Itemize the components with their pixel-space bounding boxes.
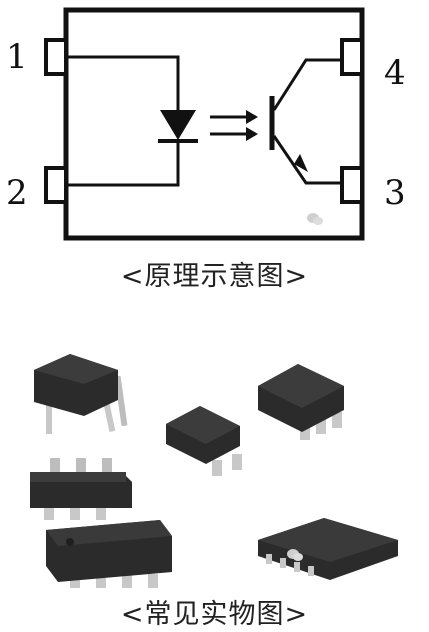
pin2-wire	[66, 140, 180, 187]
pin1-wire	[66, 55, 180, 110]
component-photo	[0, 340, 429, 588]
collector-wire	[272, 58, 342, 111]
chip-smd4-center	[166, 406, 242, 476]
pin-number-1: 1	[6, 37, 28, 77]
emitter-arrow	[294, 154, 308, 172]
pin-number-2: 2	[6, 173, 28, 213]
chip-smd16-bottomright	[258, 518, 398, 580]
chip-smd6-topright	[258, 364, 344, 440]
watermark-top	[306, 212, 328, 226]
package-outline	[63, 7, 365, 241]
wechat-icon	[307, 213, 323, 225]
chip-dip8-bottomleft	[46, 520, 172, 588]
schematic-caption: <原理示意图>	[120, 261, 309, 292]
light-arrows	[210, 110, 258, 141]
wechat-icon	[287, 549, 303, 561]
chip-dip6-left	[30, 458, 132, 520]
led-diode-triangle	[160, 110, 196, 140]
optocoupler-schematic: 1 2 4 3	[0, 0, 429, 248]
photo-drawing	[30, 354, 398, 588]
pin4-tab	[340, 38, 364, 76]
emitter-wire	[272, 135, 342, 185]
chip-dip4-topleft	[34, 354, 128, 434]
pin-number-4: 4	[384, 53, 406, 93]
pin3-tab	[340, 166, 364, 204]
pin-number-3: 3	[384, 173, 406, 213]
pin2-tab	[44, 166, 68, 204]
schematic-drawing	[44, 7, 365, 241]
pin1-tab	[44, 38, 68, 76]
watermark-bottom	[286, 548, 308, 562]
photo-caption: <常见实物图>	[120, 599, 309, 630]
